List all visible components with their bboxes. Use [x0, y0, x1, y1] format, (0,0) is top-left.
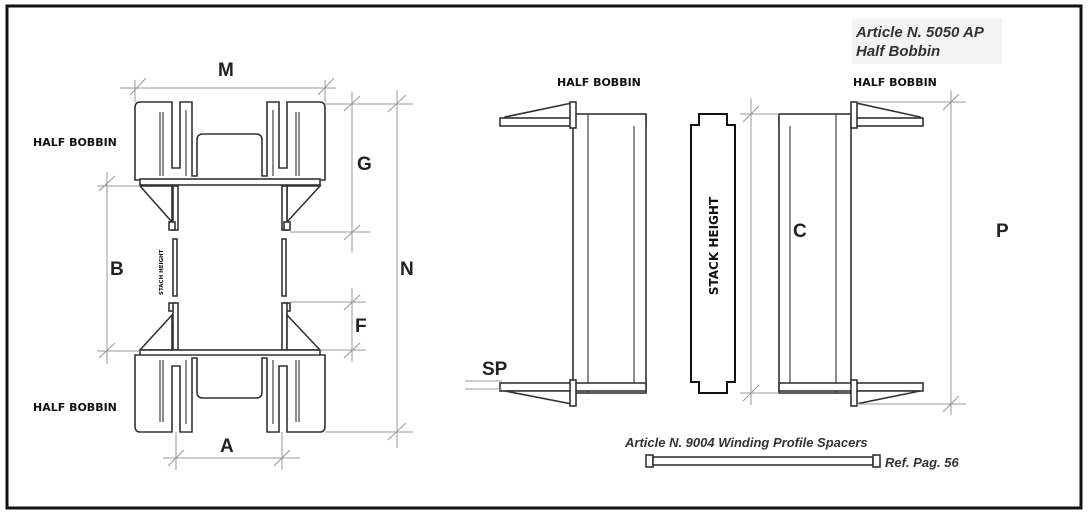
label-stack-height-small: STACH HEIGHT [159, 249, 165, 295]
dimension-lines [97, 77, 413, 470]
lower-half-bobbin [134, 312, 326, 433]
spacers-title: Article N. 9004 Winding Profile Spacers [624, 435, 868, 450]
dim-label-sp: SP [482, 359, 508, 380]
article-subtitle: Half Bobbin [856, 43, 940, 60]
side-dimension-lines [465, 90, 966, 415]
front-view: M G N B F A HALF BOBBIN HALF BOBBIN STAC… [33, 60, 414, 470]
dim-label-c: C [793, 221, 807, 242]
label-half-bobbin-bottom: HALF BOBBIN [33, 401, 117, 414]
core-legs [168, 185, 291, 351]
dim-label-p: P [996, 221, 1009, 242]
article-title: Article N. 5050 AP [855, 24, 985, 41]
stack-height-spacer: STACK HEIGHT [690, 113, 736, 394]
label-half-bobbin-side-left: HALF BOBBIN [557, 76, 641, 89]
dim-label-b: B [110, 259, 124, 280]
dim-label-g: G [357, 154, 372, 175]
label-stack-height: STACK HEIGHT [707, 196, 721, 295]
dim-label-n: N [400, 259, 414, 280]
label-half-bobbin-top: HALF BOBBIN [33, 136, 117, 149]
label-half-bobbin-side-right: HALF BOBBIN [853, 76, 937, 89]
spacers-ref: Ref. Pag. 56 [885, 455, 959, 470]
dim-label-m: M [218, 60, 234, 81]
upper-half-bobbin [134, 101, 326, 225]
side-view-right-bobbin [778, 101, 924, 407]
drawing-frame [5, 4, 1083, 510]
side-view-left-bobbin [499, 101, 647, 407]
winding-profile-spacer [645, 454, 881, 468]
dim-label-a: A [220, 436, 234, 457]
title-background [852, 18, 1002, 64]
dim-label-f: F [355, 316, 367, 337]
